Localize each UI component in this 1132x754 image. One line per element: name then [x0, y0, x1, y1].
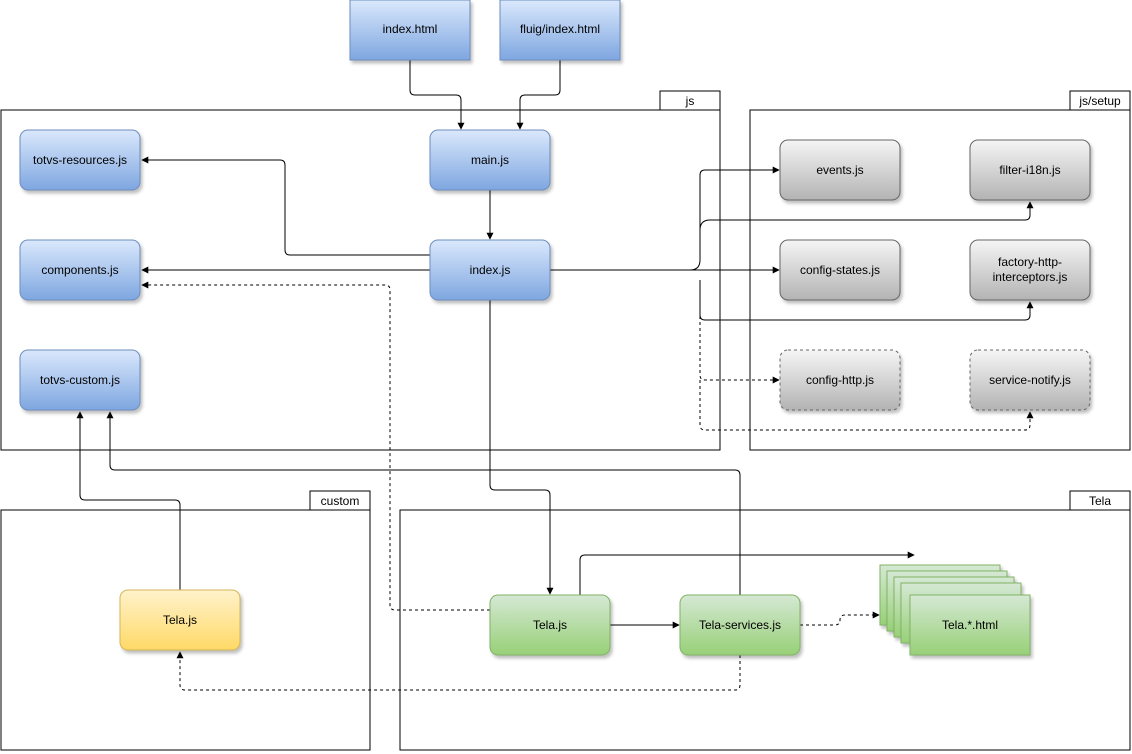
- node-events-js[interactable]: events.js: [779, 139, 901, 201]
- edge-index-to-service-notify: [699, 380, 1034, 431]
- node-label: config-states.js: [800, 263, 880, 277]
- edge-services-to-custom-tela: [176, 651, 741, 691]
- node-index-html[interactable]: index.html: [349, 0, 471, 61]
- node-label: filter-i18n.js: [999, 163, 1060, 177]
- node-index-js[interactable]: index.js: [429, 239, 551, 301]
- edges-solid: [76, 60, 1034, 629]
- package-label-js: js: [685, 94, 695, 108]
- node-label: index.html: [383, 22, 438, 36]
- node-label: Tela.js: [533, 618, 567, 632]
- edge-custom-tela-to-custom: [76, 411, 181, 590]
- node-label-line1: factory-http-: [998, 255, 1062, 269]
- node-tela-js[interactable]: Tela.js: [489, 594, 611, 656]
- package-tela: Tela: [399, 490, 1131, 751]
- node-components-js[interactable]: components.js: [19, 239, 141, 301]
- edge-tela-to-html: [579, 551, 915, 595]
- edge-index-to-tela: [489, 300, 554, 595]
- node-label: Tela-services.js: [699, 618, 781, 632]
- edge-index-html-to-main: [409, 60, 465, 130]
- node-fluig-index-html[interactable]: fluig/index.html: [499, 0, 621, 61]
- edge-index-to-config-http: [699, 280, 780, 384]
- edge-services-to-custom: [106, 411, 741, 595]
- package-js-setup: js/setup: [749, 90, 1131, 451]
- node-label: events.js: [816, 163, 863, 177]
- node-label: index.js: [470, 263, 511, 277]
- node-label-line2: interceptors.js: [993, 270, 1068, 284]
- node-filter-i18n-js[interactable]: filter-i18n.js: [969, 139, 1091, 201]
- node-totvs-resources-js[interactable]: totvs-resources.js: [19, 129, 141, 191]
- node-totvs-custom-js[interactable]: totvs-custom.js: [19, 349, 141, 411]
- node-label: Tela.*.html: [942, 618, 998, 632]
- node-tela-services-js[interactable]: Tela-services.js: [679, 594, 801, 656]
- node-label: totvs-custom.js: [40, 373, 120, 387]
- edge-index-to-filter: [699, 201, 1034, 231]
- node-service-notify-js[interactable]: service-notify.js: [969, 349, 1091, 411]
- node-label: config-http.js: [806, 373, 874, 387]
- package-js: js: [0, 90, 721, 451]
- node-label: service-notify.js: [989, 373, 1071, 387]
- package-label-custom: custom: [321, 494, 360, 508]
- package-label-tela: Tela: [1089, 494, 1111, 508]
- edge-index-to-resources: [141, 156, 430, 256]
- node-config-http-js[interactable]: config-http.js: [779, 349, 901, 411]
- package-label-js-setup: js/setup: [1078, 94, 1121, 108]
- node-label: main.js: [471, 153, 509, 167]
- edge-services-to-tela-html: [800, 611, 880, 626]
- node-custom-tela-js[interactable]: Tela.js: [119, 589, 241, 651]
- edge-index-to-events: [689, 166, 780, 271]
- package-custom: custom: [0, 490, 371, 751]
- node-config-states-js[interactable]: config-states.js: [779, 239, 901, 301]
- node-label: Tela.js: [163, 613, 197, 627]
- node-tela-html-stack[interactable]: Tela.*.html: [879, 564, 1031, 656]
- node-main-js[interactable]: main.js: [429, 129, 551, 191]
- node-factory-http-interceptors-js[interactable]: factory-http- interceptors.js: [969, 239, 1091, 301]
- node-label: fluig/index.html: [520, 22, 600, 36]
- node-label: totvs-resources.js: [33, 153, 127, 167]
- node-label: components.js: [41, 263, 118, 277]
- edge-fluig-to-main: [516, 60, 561, 130]
- edge-tela-to-components: [141, 281, 490, 611]
- edges-dashed: [141, 280, 1034, 691]
